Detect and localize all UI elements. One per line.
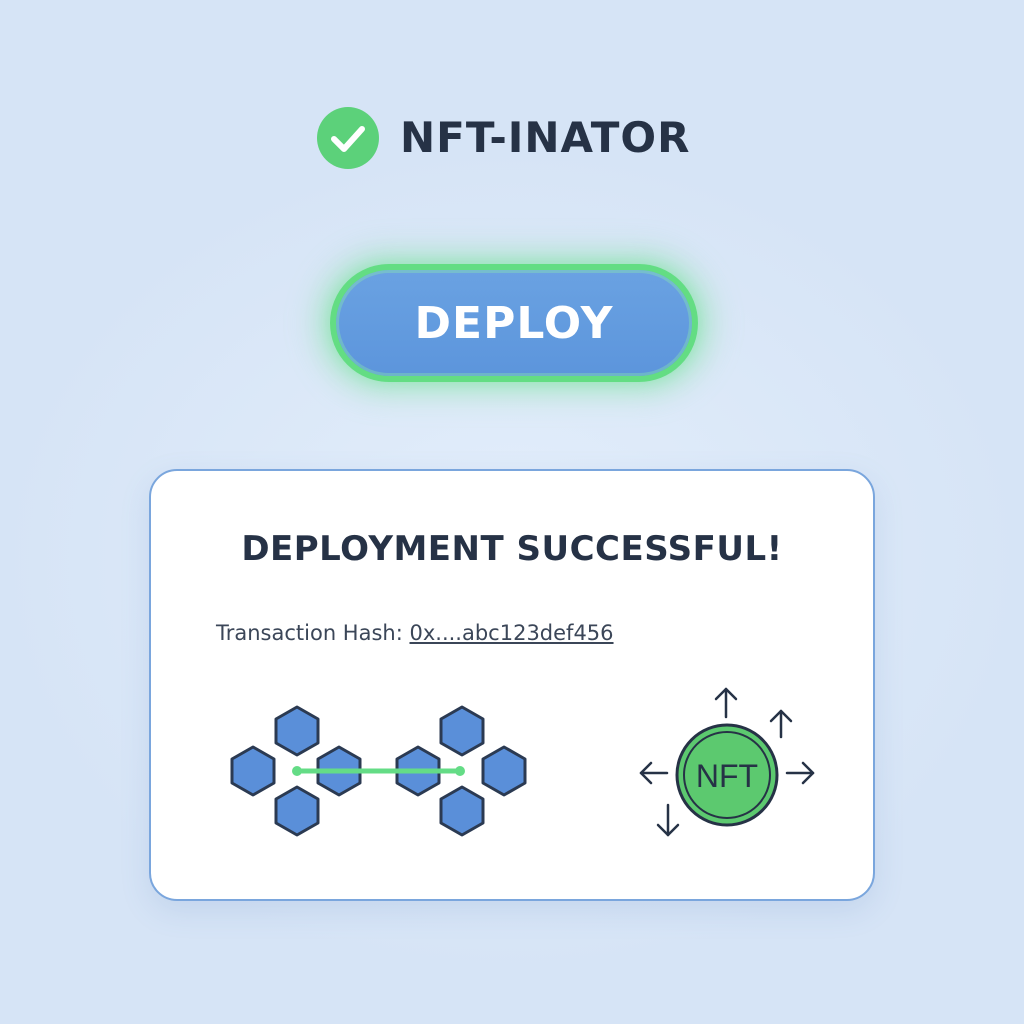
- check-circle-icon: [317, 107, 379, 169]
- result-title: DEPLOYMENT SUCCESSFUL!: [241, 529, 783, 569]
- blockchain-hexagon-icon: [230, 705, 527, 837]
- app-header: NFT-INATOR: [316, 106, 690, 170]
- nft-coin-icon: NFT: [675, 723, 779, 827]
- deploy-button[interactable]: DEPLOY: [330, 264, 698, 382]
- transaction-hash-label: Transaction Hash:: [216, 621, 403, 645]
- deployment-result-card: DEPLOYMENT SUCCESSFUL! Transaction Hash:…: [149, 469, 875, 901]
- nft-coin-label: NFT: [696, 758, 758, 794]
- chain-link: [292, 766, 465, 776]
- transaction-hash-link[interactable]: 0x....abc123def456: [409, 621, 614, 645]
- transaction-hash-row: Transaction Hash: 0x....abc123def456: [216, 621, 614, 645]
- deployment-illustration: NFT: [230, 687, 815, 837]
- app-title: NFT-INATOR: [400, 113, 691, 162]
- expand-arrows-icon: [639, 687, 815, 837]
